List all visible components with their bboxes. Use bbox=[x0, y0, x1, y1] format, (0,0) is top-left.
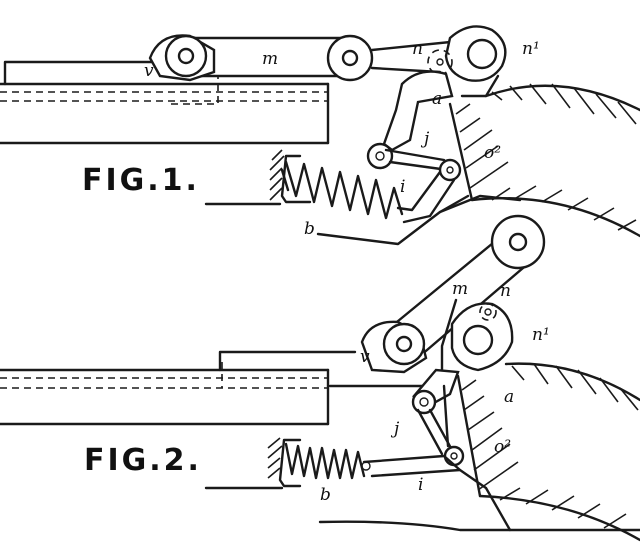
fig1-ref-b: b bbox=[304, 219, 315, 239]
fig2-ref-o2: o² bbox=[494, 437, 511, 457]
fig1-label: FIG.1. bbox=[82, 163, 200, 198]
fig2-ref-v: v bbox=[360, 347, 370, 367]
fig2-frame-right bbox=[456, 362, 640, 542]
fig2-ref-n1: n¹ bbox=[532, 325, 550, 345]
fig2-ref-j: j bbox=[390, 419, 400, 439]
fig1-spring-b bbox=[280, 160, 404, 220]
fig2-ref-i: i bbox=[418, 475, 423, 495]
fig2-trigger-i bbox=[318, 454, 640, 532]
fig1-lever-a bbox=[366, 70, 462, 182]
fig1-ref-v: v bbox=[144, 61, 154, 81]
fig1-ref-m: m bbox=[262, 49, 278, 69]
fig2-lever-a bbox=[411, 368, 465, 467]
fig1-ref-n: n bbox=[412, 39, 423, 59]
fig1-cam-n1 bbox=[427, 25, 507, 98]
fig1-ref-i: i bbox=[400, 177, 405, 197]
fig1-link-m bbox=[148, 34, 472, 82]
fig1-frame-left bbox=[204, 149, 312, 206]
fig1-frame-right bbox=[448, 83, 640, 238]
fig1-ref-o2: o² bbox=[484, 143, 501, 163]
figure-2: FIG.2. v m n n¹ a j o² i b bbox=[0, 214, 640, 542]
fig2-ref-n: n bbox=[500, 281, 511, 301]
fig2-ref-b: b bbox=[320, 485, 331, 505]
fig2-spring-b bbox=[284, 442, 371, 480]
fig1-ref-j: j bbox=[420, 129, 430, 149]
fig2-label: FIG.2. bbox=[84, 443, 202, 478]
fig2-ref-m: m bbox=[452, 279, 468, 299]
figure-1: FIG.1. v m n n¹ a j o² i b bbox=[0, 25, 640, 246]
fig2-frame-left bbox=[204, 437, 302, 490]
fig2-cam-n1 bbox=[440, 298, 514, 382]
fig2-ref-a: a bbox=[504, 387, 514, 407]
fig2-link-m bbox=[360, 214, 546, 374]
fig1-ref-n1: n¹ bbox=[522, 39, 540, 59]
fig1-ref-a: a bbox=[432, 89, 442, 109]
